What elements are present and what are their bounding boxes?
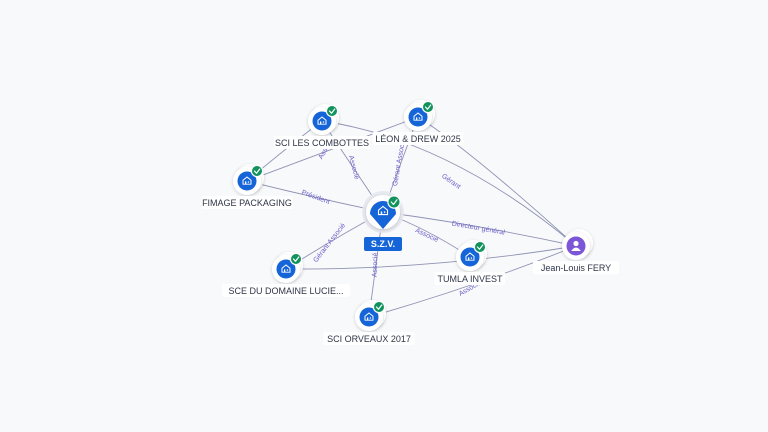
- edge-label: Gérant Associé: [392, 139, 407, 187]
- check-badge-icon: [473, 240, 487, 254]
- node-label: FIMAGE PACKAGING: [201, 196, 293, 209]
- edge-label: Président: [300, 189, 330, 206]
- building-icon: [377, 205, 389, 216]
- edge-jean-louis-szv: [382, 211, 577, 247]
- node-sci-les-combottes[interactable]: SCI LES COMBOTTES: [273, 104, 371, 149]
- node-label-text: SCI LES COMBOTTES: [275, 138, 369, 148]
- edge-label: Directeur général: [451, 220, 506, 236]
- edge-fimage-leon-drew: [246, 116, 419, 182]
- node-sci-orveaux[interactable]: SCI ORVEAUX 2017: [323, 300, 415, 345]
- edge-label: Associé: [347, 155, 360, 181]
- node-label: SCI LES COMBOTTES: [273, 136, 371, 149]
- check-badge-icon: [289, 252, 303, 266]
- node-szv-center[interactable]: S.Z.V.: [362, 191, 404, 251]
- edge-label: Gérant Associé: [312, 222, 347, 264]
- node-label: SCI ORVEAUX 2017: [323, 332, 415, 345]
- edge-label: Gérant: [440, 173, 462, 191]
- node-label-text: SCE DU DOMAINE LUCIE...: [228, 286, 343, 296]
- building-icon: [317, 116, 327, 125]
- edge-label: Associé: [372, 252, 380, 277]
- building-icon: [281, 264, 291, 273]
- check-badge-icon: [372, 300, 386, 314]
- node-tumla[interactable]: TUMLA INVEST: [434, 240, 506, 285]
- node-leon-drew[interactable]: LÉON & DREW 2025: [372, 100, 464, 145]
- nodes-layer: SCI LES COMBOTTES LÉON & DREW 2025FIMAGE …: [201, 100, 619, 345]
- building-icon: [413, 112, 423, 121]
- node-label: TUMLA INVEST: [434, 272, 506, 285]
- center-label: S.Z.V.: [371, 239, 395, 249]
- edge-jean-louis-sce-domaine: [285, 245, 577, 270]
- node-label: LÉON & DREW 2025: [372, 132, 464, 145]
- node-label-text: SCI ORVEAUX 2017: [327, 334, 411, 344]
- check-badge-icon: [387, 195, 401, 209]
- node-fimage[interactable]: FIMAGE PACKAGING: [201, 164, 293, 209]
- node-label-text: LÉON & DREW 2025: [375, 134, 461, 144]
- edge-sci-les-combottes-jean-louis: [321, 120, 577, 247]
- person-icon: [571, 240, 581, 251]
- check-badge-icon: [325, 104, 339, 118]
- building-icon: [465, 252, 475, 261]
- edge-label: Associé: [414, 227, 439, 244]
- node-label: SCE DU DOMAINE LUCIE...: [222, 284, 350, 297]
- edge-jean-louis-leon-drew: [417, 116, 577, 247]
- building-icon: [364, 312, 374, 321]
- check-badge-icon: [421, 100, 435, 114]
- building-icon: [242, 176, 252, 185]
- node-jean-louis[interactable]: Jean-Louis FERY: [533, 229, 619, 274]
- node-label-text: Jean-Louis FERY: [541, 263, 611, 273]
- check-badge-icon: [250, 164, 264, 178]
- node-label-text: TUMLA INVEST: [437, 274, 503, 284]
- node-label: Jean-Louis FERY: [533, 261, 619, 274]
- node-sce-domaine[interactable]: SCE DU DOMAINE LUCIE...: [222, 252, 350, 297]
- node-label-text: FIMAGE PACKAGING: [202, 198, 292, 208]
